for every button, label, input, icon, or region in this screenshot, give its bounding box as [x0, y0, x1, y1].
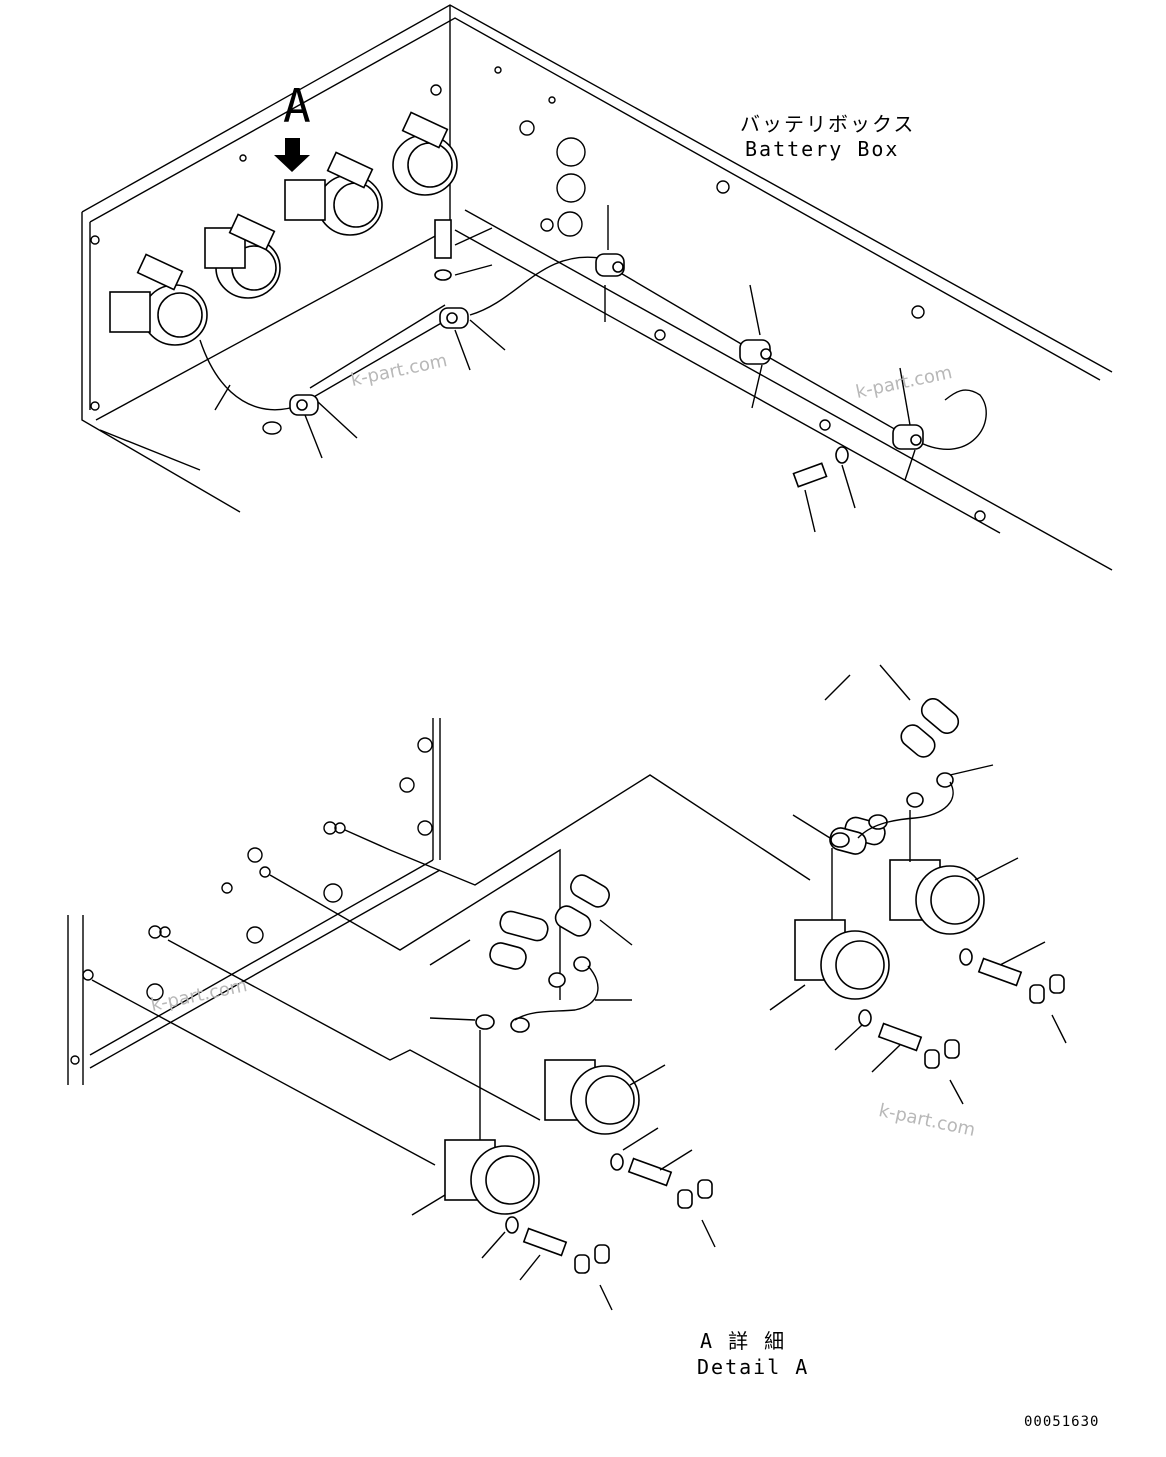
- detail-breaker-3: [794, 919, 890, 1000]
- detail-panel-outline: [67, 718, 441, 1085]
- battery-box-outline: [81, 4, 1113, 571]
- detail-bolts-and-nuts: [505, 948, 1065, 1274]
- detail-label-en: Detail A: [697, 1355, 810, 1379]
- mounting-holes: [90, 66, 986, 522]
- detail-holes: [70, 737, 433, 1065]
- battery-box-label-jp: バッテリボックス: [740, 112, 916, 136]
- detail-wiring: [479, 781, 954, 1140]
- drawing-number: 00051630: [1024, 1414, 1100, 1430]
- detail-breaker-1: [444, 1139, 540, 1215]
- detail-breaker-2: [544, 1059, 640, 1135]
- detail-breaker-4: [889, 859, 985, 935]
- view-marker-label: A: [283, 79, 311, 133]
- upper-bolts: [434, 219, 849, 488]
- upper-harness: [199, 256, 987, 450]
- detail-reference-lines: [91, 774, 811, 1166]
- detail-label-jp: A 詳 細: [700, 1329, 787, 1353]
- arrow-view-a: [274, 138, 310, 172]
- terminal-caps: [475, 698, 960, 1033]
- upper-breaker-assembly: [109, 111, 458, 346]
- battery-box-label-en: Battery Box: [745, 137, 900, 161]
- detail-leader-lines: [411, 664, 1067, 1311]
- harness-clamps: [289, 253, 924, 450]
- upper-leader-lines: [214, 205, 916, 533]
